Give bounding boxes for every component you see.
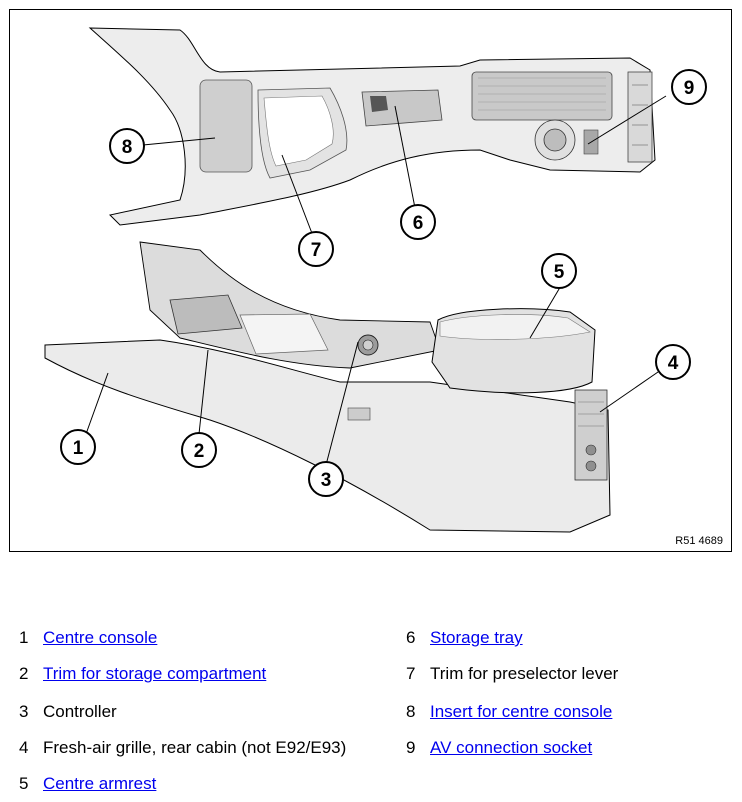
legend-item-6: 6 Storage tray: [406, 628, 523, 648]
callout-6: 6: [400, 204, 436, 240]
legend-num: 6: [406, 628, 416, 647]
legend-item-4: 4 Fresh-air grille, rear cabin (not E92/E…: [19, 738, 346, 758]
rear-grille-panel: [471, 71, 613, 121]
legend-text-controller: Controller: [43, 702, 117, 721]
legend-item-9: 9 AV connection socket: [406, 738, 592, 758]
legend-item-5: 5 Centre armrest: [19, 774, 156, 794]
legend-num: 9: [406, 738, 416, 757]
svg-text:6: 6: [413, 213, 424, 234]
legend-num: 2: [19, 664, 29, 683]
legend-text-fresh-air-grille: Fresh-air grille, rear cabin (not E92/E9…: [43, 738, 347, 757]
svg-text:7: 7: [311, 240, 322, 261]
svg-text:3: 3: [321, 470, 332, 491]
svg-text:5: 5: [554, 262, 565, 283]
callout-8: 8: [109, 128, 145, 164]
callout-7: 7: [298, 231, 334, 267]
legend-num: 5: [19, 774, 29, 793]
legend-link-trim-storage-compartment[interactable]: Trim for storage compartment: [43, 664, 267, 683]
legend-text-trim-preselector-lever: Trim for preselector lever: [430, 664, 619, 683]
insert-pad: [199, 79, 253, 173]
svg-text:8: 8: [122, 137, 133, 158]
callout-4: 4: [655, 344, 691, 380]
svg-text:1: 1: [73, 438, 84, 459]
legend-item-3: 3 Controller: [19, 702, 117, 722]
legend-item-7: 7 Trim for preselector lever: [406, 664, 618, 684]
legend-link-centre-console[interactable]: Centre console: [43, 628, 158, 647]
exploded-diagram: 8 7 6 9 5 4 1 2: [9, 9, 732, 552]
storage-recess: [169, 294, 243, 335]
legend-link-centre-armrest[interactable]: Centre armrest: [43, 774, 157, 793]
callout-9: 9: [671, 69, 707, 105]
legend-num: 3: [19, 702, 29, 721]
svg-text:9: 9: [684, 78, 695, 99]
upper-trim-panel: [88, 27, 656, 226]
legend-num: 8: [406, 702, 416, 721]
callout-5: 5: [541, 253, 577, 289]
legend-num: 7: [406, 664, 416, 683]
legend-num: 4: [19, 738, 29, 757]
figure-ref-code: R51 4689: [675, 535, 723, 547]
callout-1: 1: [60, 429, 96, 465]
callout-2: 2: [181, 432, 217, 468]
legend-item-8: 8 Insert for centre console: [406, 702, 612, 722]
legend-link-insert-centre-console[interactable]: Insert for centre console: [430, 702, 613, 721]
legend-link-storage-tray[interactable]: Storage tray: [430, 628, 523, 647]
leader-lines: [85, 95, 667, 466]
legend-link-av-connection-socket[interactable]: AV connection socket: [430, 738, 593, 757]
legend-num: 1: [19, 628, 29, 647]
diagram-svg: 8 7 6 9 5 4 1 2: [44, 27, 707, 533]
callout-3: 3: [308, 461, 344, 497]
legend-item-2: 2 Trim for storage compartment: [19, 664, 266, 684]
legend-item-1: 1 Centre console: [19, 628, 157, 648]
svg-text:4: 4: [668, 353, 679, 374]
lower-console-assembly: [44, 241, 611, 533]
svg-text:2: 2: [194, 441, 205, 462]
